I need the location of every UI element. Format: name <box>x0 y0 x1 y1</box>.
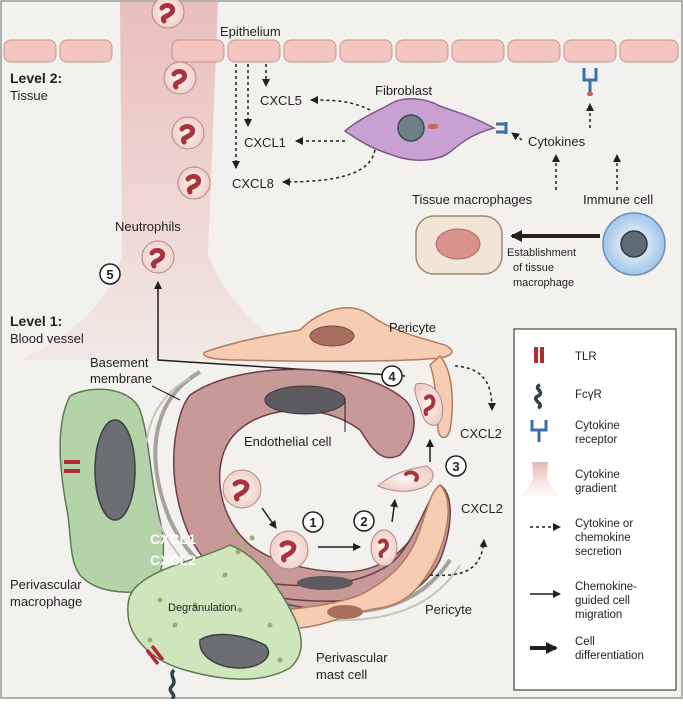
endothelial-label: Endothelial cell <box>244 434 332 449</box>
legend-gradient-label-2: gradient <box>575 483 617 495</box>
pericyte-top-cell <box>203 307 454 439</box>
step-1-arrow-a <box>261 507 277 529</box>
svg-text:4: 4 <box>388 369 396 384</box>
tissue-macrophage-cell <box>415 215 503 275</box>
legend-tlr-label: TLR <box>575 351 597 363</box>
cxcl1-label: CXCL1 <box>244 135 286 150</box>
level2-subtitle: Tissue <box>10 88 48 103</box>
perivascular-macrophage-cell <box>59 388 165 593</box>
neutrophil-step-4-cell <box>414 382 444 426</box>
legend-migration-label-2: guided cell <box>575 595 630 607</box>
fibroblast-cell <box>343 98 497 161</box>
mast-cell-label-1: Perivascular <box>316 650 388 665</box>
step-2-marker: 2 <box>353 510 375 532</box>
immune-cell <box>602 212 666 276</box>
immune-cell-label: Immune cell <box>583 192 653 207</box>
perivascular-macrophage-label-1: Perivascular <box>10 577 82 592</box>
neutrophil-step-1b-cell <box>269 530 309 570</box>
degranulation-label: Degranulation <box>168 602 237 614</box>
neutrophil-step-1-cell <box>222 469 262 509</box>
pericyte-bottom-cell <box>248 484 449 630</box>
perivascular-macrophage-label-2: macrophage <box>10 594 82 609</box>
endothelial-cell <box>173 368 451 611</box>
fibroblast-label: Fibroblast <box>375 83 432 98</box>
tlr-icon <box>534 347 544 363</box>
establishment-label-1: Establishment <box>507 247 576 259</box>
tissue-macrophages-label: Tissue macrophages <box>412 192 533 207</box>
fibroblast-to-cxcl8-arrow <box>282 149 376 186</box>
legend-migration-label-3: migration <box>575 609 622 621</box>
epithelium-receptor-icon <box>582 68 598 96</box>
legend: TLR FcγR Cytokine receptor Cytokine grad… <box>513 328 677 691</box>
legend-migration-label-1: Chemokine- <box>575 581 637 593</box>
pericyte-top-cxcl2-arrow <box>454 365 496 411</box>
step-3-marker: 3 <box>445 455 467 477</box>
pericyte-bottom-label: Pericyte <box>425 602 472 617</box>
epithelium-layer <box>3 39 679 63</box>
step-2-to-3-arrow <box>390 499 399 523</box>
cytokine-receptor-icon <box>496 122 508 134</box>
legend-secretion-label-1: Cytokine or <box>575 518 633 530</box>
mast-cell-label-2: mast cell <box>316 667 367 682</box>
cxcl8-label: CXCL8 <box>232 176 274 191</box>
cytokine-gradient-icon <box>520 462 560 496</box>
step-1-marker: 1 <box>302 511 324 533</box>
legend-gradient-label-1: Cytokine <box>575 469 620 481</box>
cxcl2-bottom-label: CXCL2 <box>461 501 503 516</box>
legend-differentiation-label-2: differentiation <box>575 650 644 662</box>
step-4-marker: 4 <box>381 365 403 387</box>
perivascular-mast-cell <box>127 532 302 701</box>
legend-secretion-label-3: secretion <box>575 546 622 558</box>
epithelium-label: Epithelium <box>220 24 281 39</box>
neutrophil-step-2-cell <box>370 529 398 567</box>
svg-text:1: 1 <box>309 515 316 530</box>
legend-receptor-label-2: receptor <box>575 434 617 446</box>
basement-leader-line <box>151 385 181 401</box>
step-5-marker: 5 <box>99 263 121 285</box>
svg-text:5: 5 <box>106 267 113 282</box>
cytokine-receptor-icon <box>530 420 548 442</box>
macrophage-cxcl1-label: CXCL1 <box>150 531 196 547</box>
level2-title: Level 2: <box>10 70 62 86</box>
basement-label-2: membrane <box>90 371 152 386</box>
fibroblast-to-cxcl5-arrow <box>310 96 371 111</box>
macrophage-cxcl2-label: CXCL2 <box>150 552 196 568</box>
establishment-label-2: of tissue <box>513 262 554 274</box>
pericyte-bottom-cxcl2-arrow <box>429 539 488 577</box>
cxcl2-top-label: CXCL2 <box>460 426 502 441</box>
legend-differentiation-label-1: Cell <box>575 636 595 648</box>
pericyte-top-label: Pericyte <box>389 320 436 335</box>
svg-text:2: 2 <box>360 514 367 529</box>
establishment-label-3: macrophage <box>513 277 574 289</box>
cytokines-to-fibroblast-arrow <box>511 132 523 141</box>
cytokine-gradient-beam <box>20 2 300 360</box>
legend-receptor-label-1: Cytokine <box>575 420 620 432</box>
legend-fcgr-label: FcγR <box>575 389 602 401</box>
level1-title: Level 1: <box>10 313 62 329</box>
neutrophil-stream <box>141 0 211 274</box>
level1-subtitle: Blood vessel <box>10 331 84 346</box>
legend-secretion-label-2: chemokine <box>575 532 631 544</box>
basement-label-1: Basement <box>90 355 149 370</box>
cxcl5-label: CXCL5 <box>260 93 302 108</box>
svg-text:3: 3 <box>452 459 459 474</box>
cytokines-label: Cytokines <box>528 134 586 149</box>
neutrophil-step-3-cell <box>377 465 434 492</box>
fc-gamma-receptor-icon <box>534 383 543 410</box>
neutrophils-label: Neutrophils <box>115 219 181 234</box>
